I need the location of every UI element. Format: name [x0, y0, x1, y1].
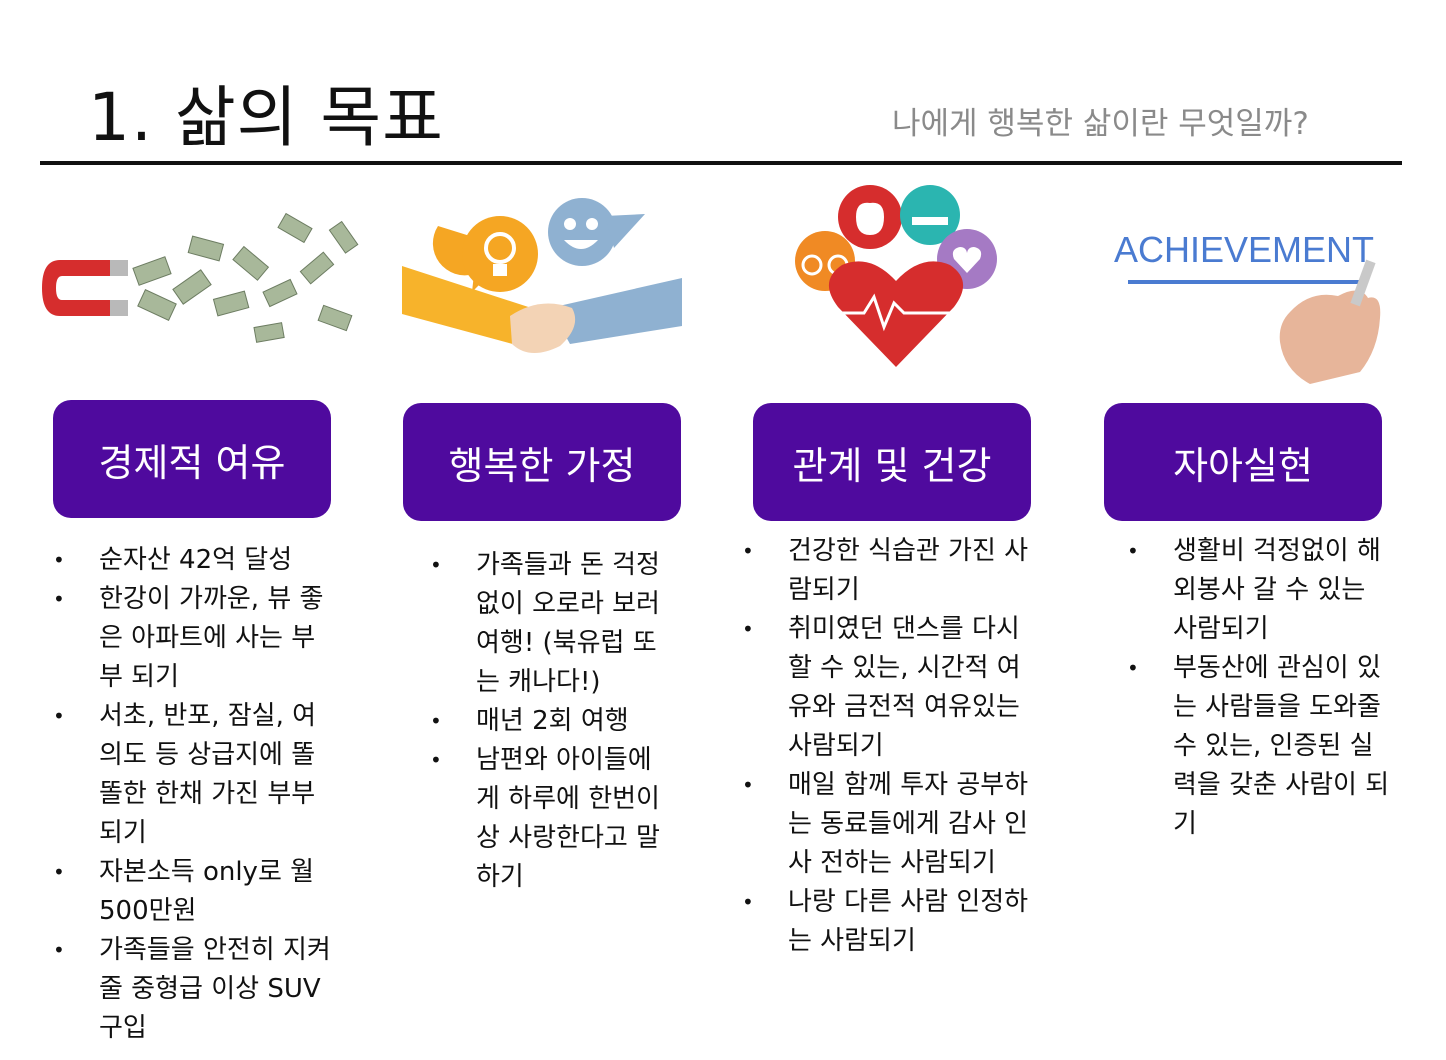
list-item: 나랑 다른 사람 인정하는 사람되기 — [742, 883, 1042, 961]
list-item: 취미였던 댄스를 다시 할 수 있는, 시간적 여유와 금전적 여유있는 사람되… — [742, 610, 1042, 766]
list-item: 부동산에 관심이 있는 사람들을 도와줄 수 있는, 인증된 실력을 갖춘 사람… — [1127, 649, 1397, 844]
goal-list-self-realization: 생활비 걱정없이 해외봉사 갈 수 있는 사람되기 부동산에 관심이 있는 사람… — [1127, 532, 1397, 844]
list-item: 가족들과 돈 걱정없이 오로라 보러 여행! (북유럽 또는 캐나다!) — [430, 546, 670, 702]
achievement-text: ACHIEVEMENT — [1114, 229, 1374, 270]
title-divider — [40, 161, 1402, 165]
list-item: 매일 함께 투자 공부하는 동료들에게 감사 인사 전하는 사람되기 — [742, 766, 1042, 883]
health-heart-icon — [795, 185, 997, 367]
goal-list-economic: 순자산 42억 달성 한강이 가까운, 뷰 좋은 아파트에 사는 부부 되기 서… — [53, 541, 333, 1048]
list-item: 자본소득 only로 월 500만원 — [53, 853, 333, 931]
goal-list-health: 건강한 식습관 가진 사람되기 취미였던 댄스를 다시 할 수 있는, 시간적 … — [742, 532, 1042, 961]
list-item: 순자산 42억 달성 — [53, 541, 333, 580]
list-item: 한강이 가까운, 뷰 좋은 아파트에 사는 부부 되기 — [53, 580, 333, 697]
badge-economic-freedom: 경제적 여유 — [53, 400, 331, 518]
page-subtitle: 나에게 행복한 삶이란 무엇일까? — [892, 106, 1309, 142]
page-title: 1. 삶의 목표 — [88, 79, 444, 156]
list-item: 건강한 식습관 가진 사람되기 — [742, 532, 1042, 610]
badge-happy-family: 행복한 가정 — [403, 403, 681, 521]
badge-self-realization: 자아실현 — [1104, 403, 1382, 521]
achievement-hand-icon: ACHIEVEMENT — [1114, 229, 1381, 384]
list-item: 생활비 걱정없이 해외봉사 갈 수 있는 사람되기 — [1127, 532, 1397, 649]
list-item: 매년 2회 여행 — [430, 702, 670, 741]
handshake-icon — [402, 198, 682, 354]
goal-list-family: 가족들과 돈 걱정없이 오로라 보러 여행! (북유럽 또는 캐나다!) 매년 … — [430, 546, 670, 897]
badge-relationship-health: 관계 및 건강 — [753, 403, 1031, 521]
magnet-money-icon — [42, 212, 359, 343]
list-item: 가족들을 안전히 지켜줄 중형급 이상 SUV 구입 — [53, 931, 333, 1048]
list-item: 서초, 반포, 잠실, 여의도 등 상급지에 똘똘한 한채 가진 부부 되기 — [53, 697, 333, 853]
list-item: 남편와 아이들에게 하루에 한번이상 사랑한다고 말하기 — [430, 741, 670, 897]
